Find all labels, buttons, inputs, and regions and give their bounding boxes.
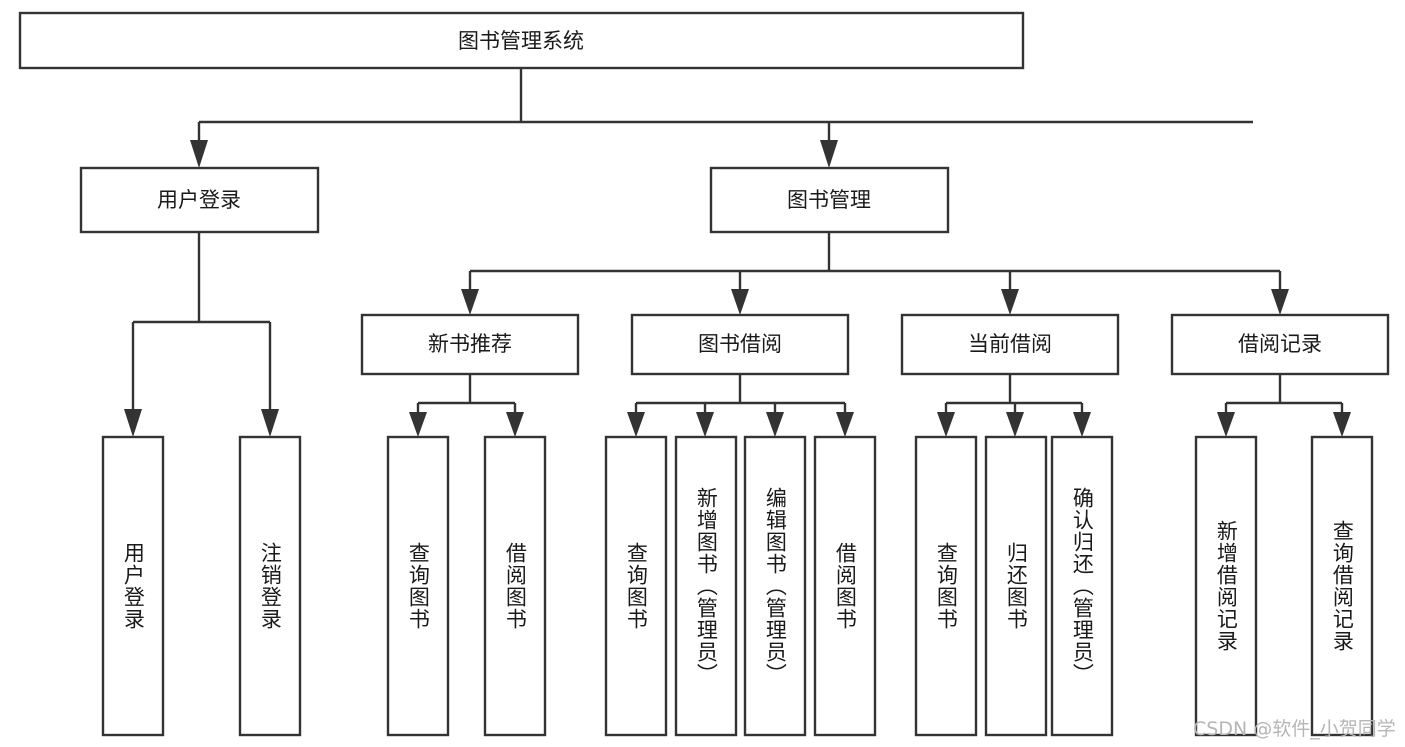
node-borrow-record-label: 借阅记录	[1238, 332, 1322, 356]
arrow-head-icon	[190, 140, 208, 168]
arrow-head-icon	[1271, 289, 1289, 315]
leaf-box-edit-book[interactable]	[743, 435, 807, 737]
node-root[interactable]: 图书管理系统	[18, 11, 1025, 70]
connector-root-to-level1	[190, 68, 1253, 168]
arrow-head-icon	[506, 412, 524, 437]
node-root-box	[18, 11, 1025, 70]
leaf-box-user-login[interactable]	[101, 435, 165, 737]
connector-new-book-rec-to-leaves	[409, 374, 524, 437]
node-current-borrow[interactable]: 当前借阅	[900, 313, 1120, 376]
arrow-head-icon	[836, 412, 854, 437]
connector-book-manage-to-level2	[461, 232, 1289, 315]
leaf-box-add-book[interactable]	[674, 435, 738, 737]
leaf-box-borrow-book-1[interactable]	[483, 435, 547, 737]
node-root-label: 图书管理系统	[458, 29, 584, 53]
arrow-head-icon	[1006, 412, 1024, 437]
connector-user-login-to-leaves	[124, 232, 279, 437]
node-user-login-box	[79, 166, 320, 234]
arrow-head-icon	[461, 289, 479, 315]
arrow-head-icon	[731, 289, 749, 315]
arrow-head-icon	[261, 409, 279, 437]
node-new-book-rec-label: 新书推荐	[428, 332, 512, 356]
arrow-head-icon	[820, 140, 838, 168]
arrow-head-icon	[696, 412, 714, 437]
arrow-head-icon	[937, 412, 955, 437]
leaf-box-query-book-1[interactable]	[386, 435, 450, 737]
leaf-box-confirm-return[interactable]	[1050, 435, 1114, 737]
arrow-head-icon	[766, 412, 784, 437]
node-new-book-rec[interactable]: 新书推荐	[360, 313, 580, 376]
node-book-borrow[interactable]: 图书借阅	[630, 313, 850, 376]
arrow-head-icon	[1001, 289, 1019, 315]
arrow-head-icon	[124, 409, 142, 437]
node-new-book-rec-box	[360, 313, 580, 376]
arrow-head-icon	[1333, 412, 1351, 437]
node-current-borrow-label: 当前借阅	[968, 332, 1052, 356]
leaf-box-add-record[interactable]	[1194, 435, 1258, 737]
connector-current-borrow-to-leaves	[937, 374, 1091, 437]
node-user-login[interactable]: 用户登录	[79, 166, 320, 234]
arrow-head-icon	[1217, 412, 1235, 437]
leaf-box-return-book[interactable]	[984, 435, 1048, 737]
csdn-watermark: CSDN @软件_小贺同学	[1193, 718, 1396, 740]
node-current-borrow-box	[900, 313, 1120, 376]
arrow-head-icon	[409, 412, 427, 437]
node-user-login-label: 用户登录	[157, 188, 241, 212]
arrow-head-icon	[627, 412, 645, 437]
node-book-manage[interactable]: 图书管理	[709, 166, 950, 234]
connector-borrow-record-to-leaves	[1217, 374, 1351, 437]
leaf-box-logout-login[interactable]	[238, 435, 302, 737]
leaf-box-query-record[interactable]	[1310, 435, 1374, 737]
node-book-manage-label: 图书管理	[787, 188, 871, 212]
leaf-box-query-book-3[interactable]	[914, 435, 978, 737]
leaf-box-query-book-2[interactable]	[604, 435, 668, 737]
leaf-box-borrow-book-2[interactable]	[813, 435, 877, 737]
arrow-head-icon	[1073, 412, 1091, 437]
connector-book-borrow-to-leaves	[627, 374, 854, 437]
node-book-borrow-label: 图书借阅	[698, 332, 782, 356]
node-borrow-record[interactable]: 借阅记录	[1170, 313, 1390, 376]
